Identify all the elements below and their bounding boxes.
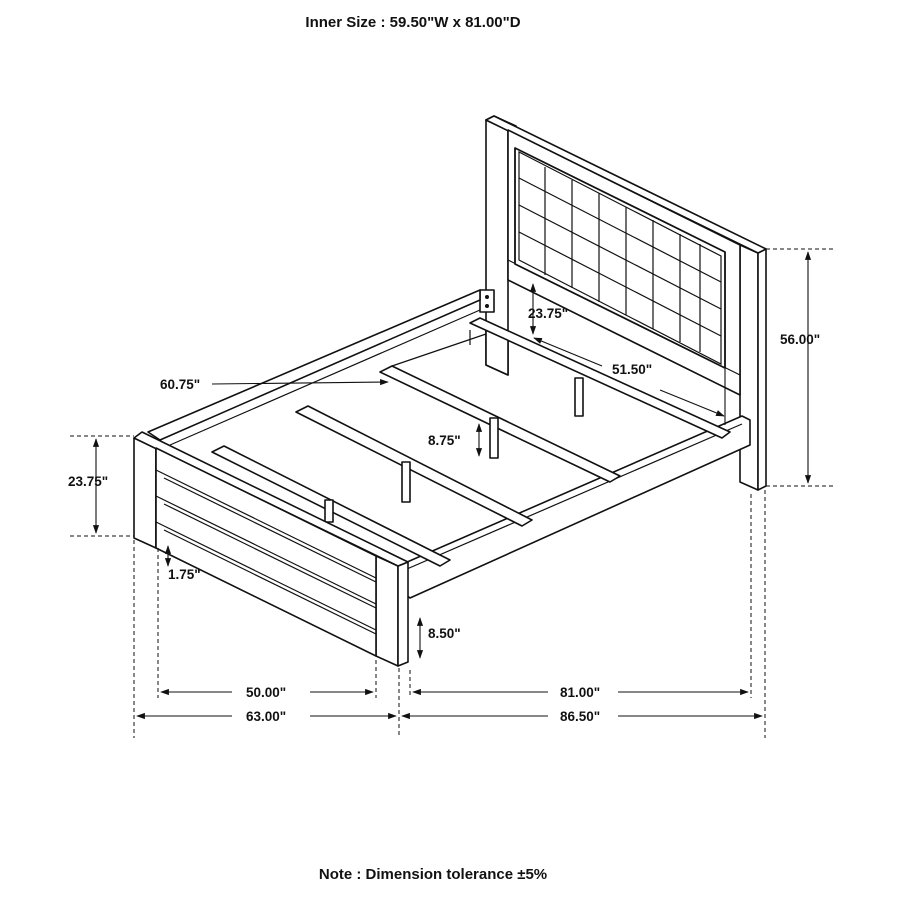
dimension-labels: 56.00" 23.75" 51.50" 60.75" 8.75" 23.75"… — [68, 306, 820, 724]
slat-clearance-label: 8.75" — [428, 433, 461, 448]
footboard-gap-label: 1.75" — [168, 567, 201, 582]
tufted-grid — [518, 167, 722, 352]
slats — [211, 317, 731, 567]
rail-height-label: 8.50" — [428, 626, 461, 641]
inner-depth-label: 81.00" — [560, 685, 600, 700]
footboard-inner-width-label: 50.00" — [246, 685, 286, 700]
bed-drawing — [133, 115, 767, 667]
footboard-height-label: 23.75" — [68, 474, 108, 489]
inner-size-title: Inner Size : 59.50"W x 81.00"D — [305, 14, 521, 31]
side-rail-length-label: 60.75" — [160, 377, 200, 392]
inner-length-label: 51.50" — [612, 362, 652, 377]
footboard — [133, 431, 409, 667]
left-side-rail — [147, 289, 481, 446]
headboard-clearance-label: 23.75" — [528, 306, 568, 321]
overall-length-label: 86.50" — [560, 709, 600, 724]
overall-width-label: 63.00" — [246, 709, 286, 724]
tolerance-note: Note : Dimension tolerance ±5% — [318, 866, 548, 883]
dimension-lines — [70, 248, 834, 738]
headboard-height-label: 56.00" — [780, 332, 820, 347]
